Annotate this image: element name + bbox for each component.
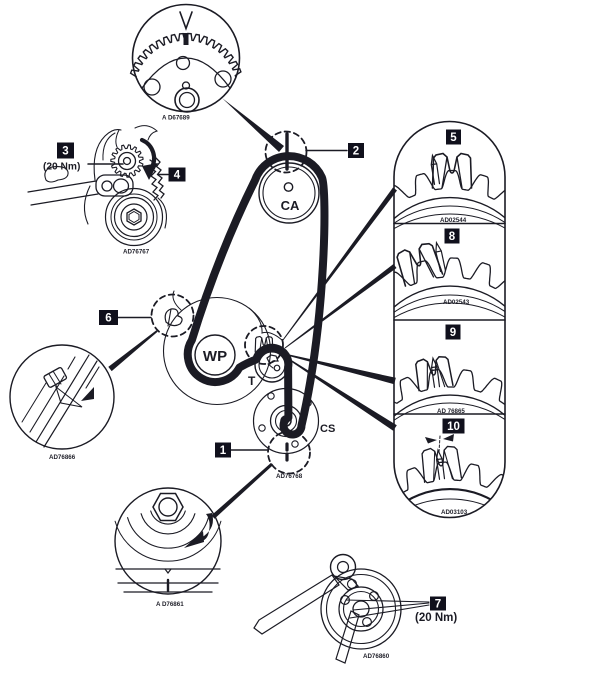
svg-text:AD 76865: AD 76865 [437,408,465,415]
svg-text:AD76767: AD76767 [123,249,150,256]
svg-text:1: 1 [220,445,227,457]
svg-text:8: 8 [449,231,456,243]
svg-text:10: 10 [447,421,460,433]
svg-text:3: 3 [62,146,68,158]
svg-text:5: 5 [450,132,457,144]
svg-text:A D76861: A D76861 [156,601,184,608]
svg-text:CS: CS [320,423,335,435]
svg-text:(20 Nm): (20 Nm) [43,162,80,173]
svg-text:2: 2 [353,146,359,158]
svg-text:AD03103: AD03103 [441,509,468,516]
svg-text:WP: WP [203,348,227,365]
svg-text:AD76768: AD76768 [276,473,303,480]
svg-text:7: 7 [435,599,441,611]
svg-text:A D67689: A D67689 [162,115,190,122]
svg-text:AD76860: AD76860 [363,653,390,660]
svg-text:T: T [248,374,256,388]
svg-text:AD02543: AD02543 [443,299,470,306]
svg-text:6: 6 [105,313,111,325]
svg-text:(20 Nm): (20 Nm) [415,612,457,624]
svg-text:4: 4 [174,170,181,182]
svg-text:9: 9 [450,327,456,339]
svg-text:AD76866: AD76866 [49,454,76,461]
svg-text:AD02544: AD02544 [440,217,467,224]
svg-text:CA: CA [281,198,300,213]
